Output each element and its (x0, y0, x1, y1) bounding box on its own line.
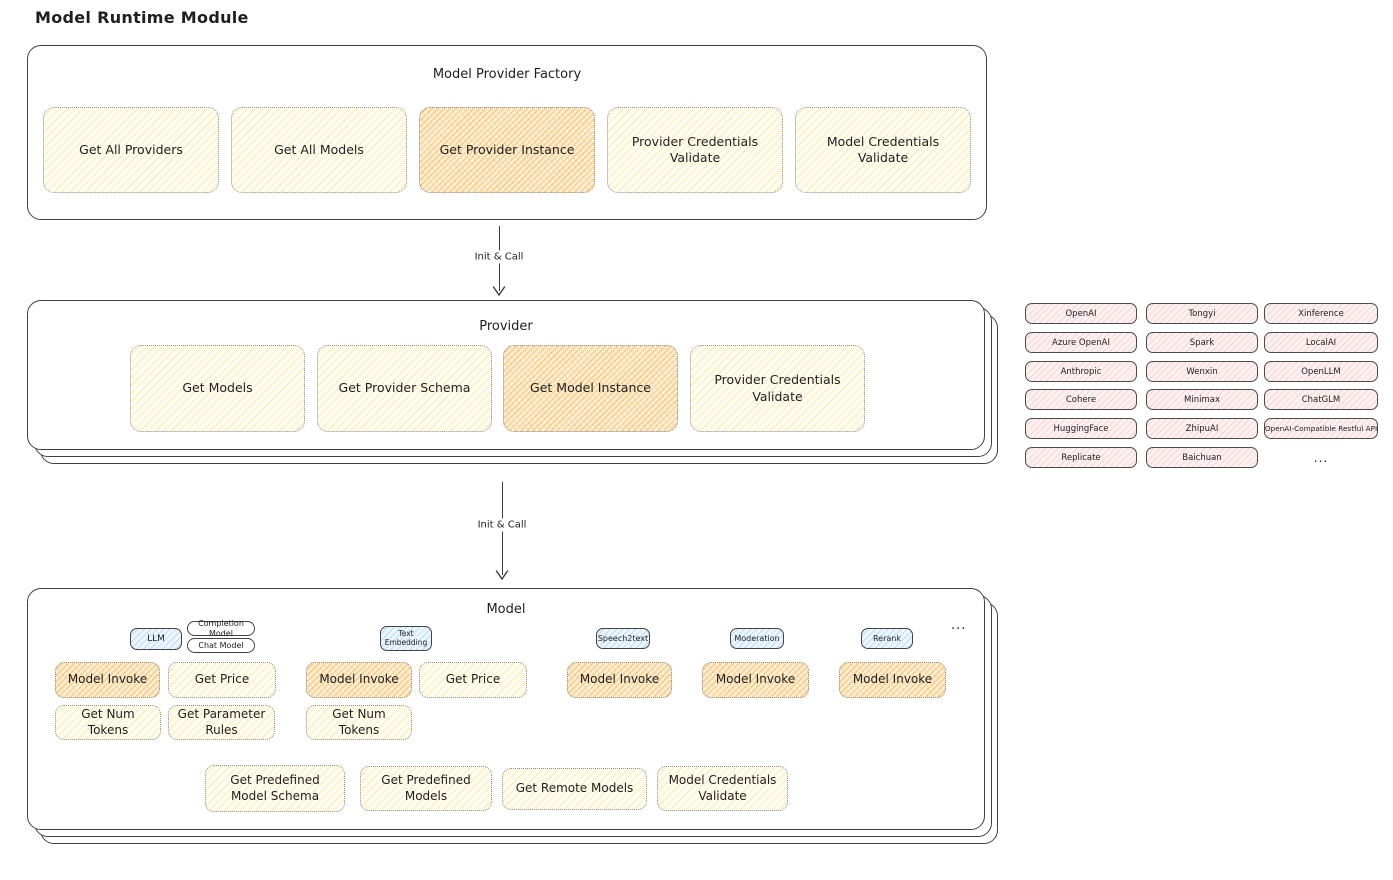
node-get-parameter-rules: Get Parameter Rules (168, 705, 275, 740)
node-model-invoke: Model Invoke (702, 662, 809, 698)
node-provider-credentials-validate: Provider Credentials Validate (607, 107, 783, 193)
tag-llm: LLM (130, 628, 182, 650)
provider-pill-anthropic: Anthropic (1025, 361, 1137, 382)
provider-pill-openllm: OpenLLM (1264, 361, 1378, 382)
node-get-provider-instance: Get Provider Instance (419, 107, 595, 193)
provider-pill-cohere: Cohere (1025, 389, 1137, 410)
node-model-invoke: Model Invoke (839, 662, 946, 698)
tag-completion-model: Completion Model (187, 619, 255, 638)
arrow-label: Init & Call (472, 518, 532, 532)
init-call-arrow-1: Init & Call (469, 226, 529, 296)
node-model-credentials-validate: Model Credentials Validate (657, 766, 788, 811)
factory-panel: Model Provider Factory Get All Providers… (27, 45, 987, 220)
provider-pill-baichuan: Baichuan (1146, 447, 1258, 468)
provider-pill-localai: LocalAI (1264, 332, 1378, 353)
node-get-model-instance: Get Model Instance (503, 345, 678, 432)
model-more-ellipsis: ... (951, 618, 967, 633)
node-provider-credentials-validate: Provider Credentials Validate (690, 345, 865, 432)
init-call-arrow-2: Init & Call (472, 482, 532, 580)
provider-pill-: ... (1313, 450, 1329, 465)
provider-pill-openai: OpenAI (1025, 303, 1137, 324)
provider-pill-azure-openai: Azure OpenAI (1025, 332, 1137, 353)
provider-pill-openai-compatible-restful-api: OpenAI-Compatible Restful API (1264, 418, 1378, 439)
arrow-head-icon (495, 570, 509, 580)
node-model-invoke: Model Invoke (306, 662, 412, 698)
tag-text-embedding: Text Embedding (380, 626, 432, 651)
page-title: Model Runtime Module (35, 8, 249, 27)
node-get-models: Get Models (130, 345, 305, 432)
provider-pill-xinference: Xinference (1264, 303, 1378, 324)
node-model-invoke: Model Invoke (567, 662, 672, 698)
tag-moderation: Moderation (730, 628, 784, 649)
node-model-credentials-validate: Model Credentials Validate (795, 107, 971, 193)
provider-pill-chatglm: ChatGLM (1264, 389, 1378, 410)
node-get-predefined-models: Get Predefined Models (360, 766, 492, 811)
provider-pill-minimax: Minimax (1146, 389, 1258, 410)
model-panel-title: Model (486, 602, 526, 617)
provider-pill-huggingface: HuggingFace (1025, 418, 1137, 439)
provider-pill-wenxin: Wenxin (1146, 361, 1258, 382)
node-get-price: Get Price (168, 662, 276, 698)
tag-speech2text: Speech2text (596, 628, 650, 649)
arrow-head-icon (492, 286, 506, 296)
node-get-all-models: Get All Models (231, 107, 407, 193)
node-get-remote-models: Get Remote Models (502, 768, 647, 810)
provider-pill-replicate: Replicate (1025, 447, 1137, 468)
provider-pill-zhipuai: ZhipuAI (1146, 418, 1258, 439)
node-get-predefined-model-schema: Get Predefined Model Schema (205, 765, 345, 812)
node-get-num-tokens: Get Num Tokens (306, 705, 412, 740)
node-get-provider-schema: Get Provider Schema (317, 345, 492, 432)
tag-rerank: Rerank (861, 628, 913, 649)
factory-panel-title: Model Provider Factory (432, 67, 582, 82)
provider-panel-title: Provider (479, 319, 533, 334)
provider-pill-tongyi: Tongyi (1146, 303, 1258, 324)
node-get-all-providers: Get All Providers (43, 107, 219, 193)
tag-chat-model: Chat Model (187, 638, 255, 653)
node-get-price: Get Price (419, 662, 527, 698)
provider-pill-spark: Spark (1146, 332, 1258, 353)
node-model-invoke: Model Invoke (55, 662, 160, 698)
node-get-num-tokens: Get Num Tokens (55, 705, 161, 740)
arrow-label: Init & Call (469, 250, 529, 264)
